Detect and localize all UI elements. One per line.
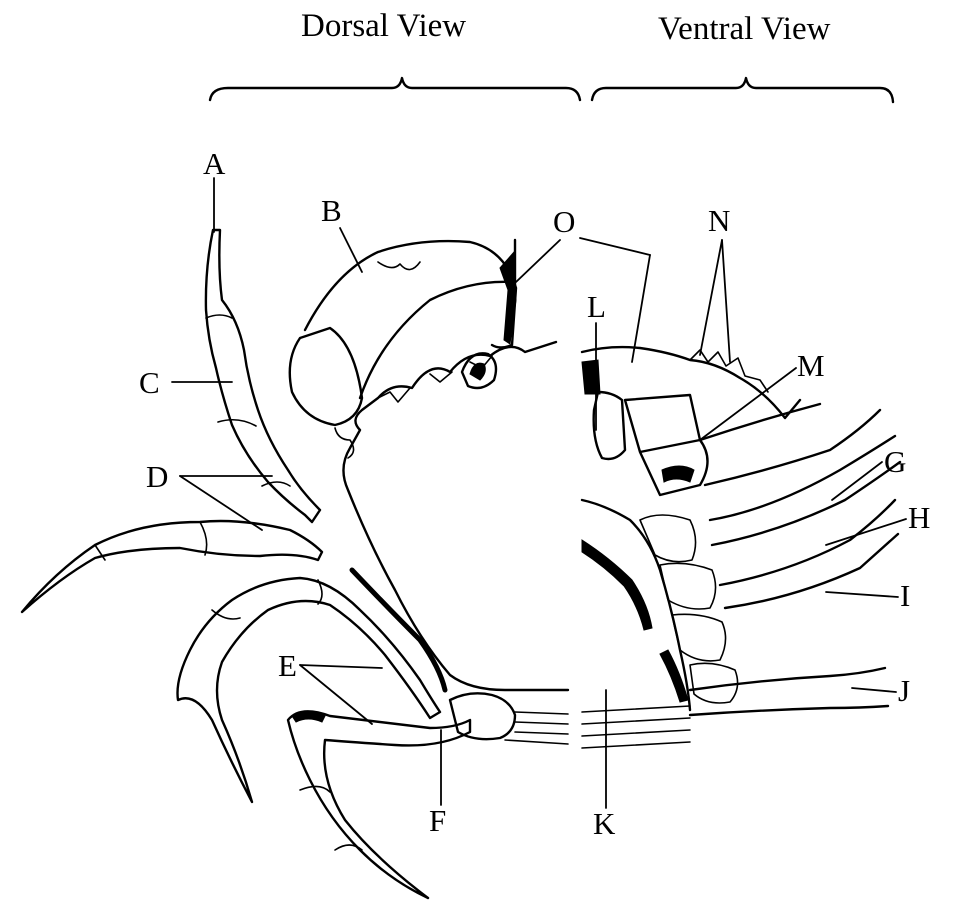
label-k: K <box>593 808 615 839</box>
leader-j <box>852 688 896 692</box>
ventral-leg-h <box>710 436 900 545</box>
dorsal-cheliped-palm <box>305 241 516 347</box>
dorsal-leg-4-segments <box>300 786 362 850</box>
label-f: F <box>429 805 446 836</box>
label-c: C <box>139 367 160 398</box>
label-i: I <box>900 580 910 611</box>
leader-h <box>826 519 906 545</box>
dorsal-leg-2 <box>22 521 322 612</box>
dorsal-leg-1-segments <box>206 315 290 486</box>
dorsal-leg-1 <box>206 230 320 522</box>
label-g: G <box>884 446 906 477</box>
ventral-brace <box>592 78 893 102</box>
ventral-leg-j <box>690 668 888 715</box>
label-a: A <box>203 148 225 179</box>
label-l: L <box>587 291 606 322</box>
label-d: D <box>146 461 168 492</box>
label-o: O <box>553 206 575 237</box>
leader-n2 <box>722 240 730 362</box>
dorsal-eye-socket <box>470 363 485 380</box>
dorsal-cheliped-carpus <box>290 328 362 425</box>
ventral-sternum-shade-2 <box>660 650 688 702</box>
label-j: J <box>898 675 910 706</box>
ventral-abdomen-lines <box>582 706 690 748</box>
label-e: E <box>278 650 297 681</box>
ventral-leg-g <box>700 404 880 485</box>
dorsal-cheliped-finger <box>360 282 512 398</box>
ventral-sternum-shade <box>582 540 652 630</box>
ventral-view-title: Ventral View <box>658 13 830 46</box>
dorsal-view-title: Dorsal View <box>301 10 466 43</box>
leader-m <box>700 368 796 440</box>
leader-b <box>340 228 362 272</box>
leader-o3 <box>632 255 650 362</box>
leader-o2 <box>580 238 650 255</box>
label-h: H <box>908 502 930 533</box>
dorsal-brace <box>210 78 580 100</box>
ventral-mouthparts-shade <box>662 466 694 482</box>
leader-n1 <box>700 240 722 355</box>
leader-e1 <box>300 665 382 668</box>
dorsal-half <box>22 230 568 898</box>
leader-o1 <box>516 240 560 282</box>
ventral-frontal-shade <box>582 360 600 394</box>
ventral-carapace <box>582 347 800 418</box>
label-m: M <box>797 350 825 381</box>
dorsal-carapace <box>343 342 568 690</box>
label-b: B <box>321 195 342 226</box>
dorsal-leg-3 <box>178 578 441 802</box>
label-n: N <box>708 205 730 236</box>
leader-i <box>826 592 898 597</box>
dorsal-abdomen <box>450 693 515 739</box>
dorsal-carapace-teeth <box>378 356 492 402</box>
dorsal-leg-3-segments <box>212 580 322 619</box>
